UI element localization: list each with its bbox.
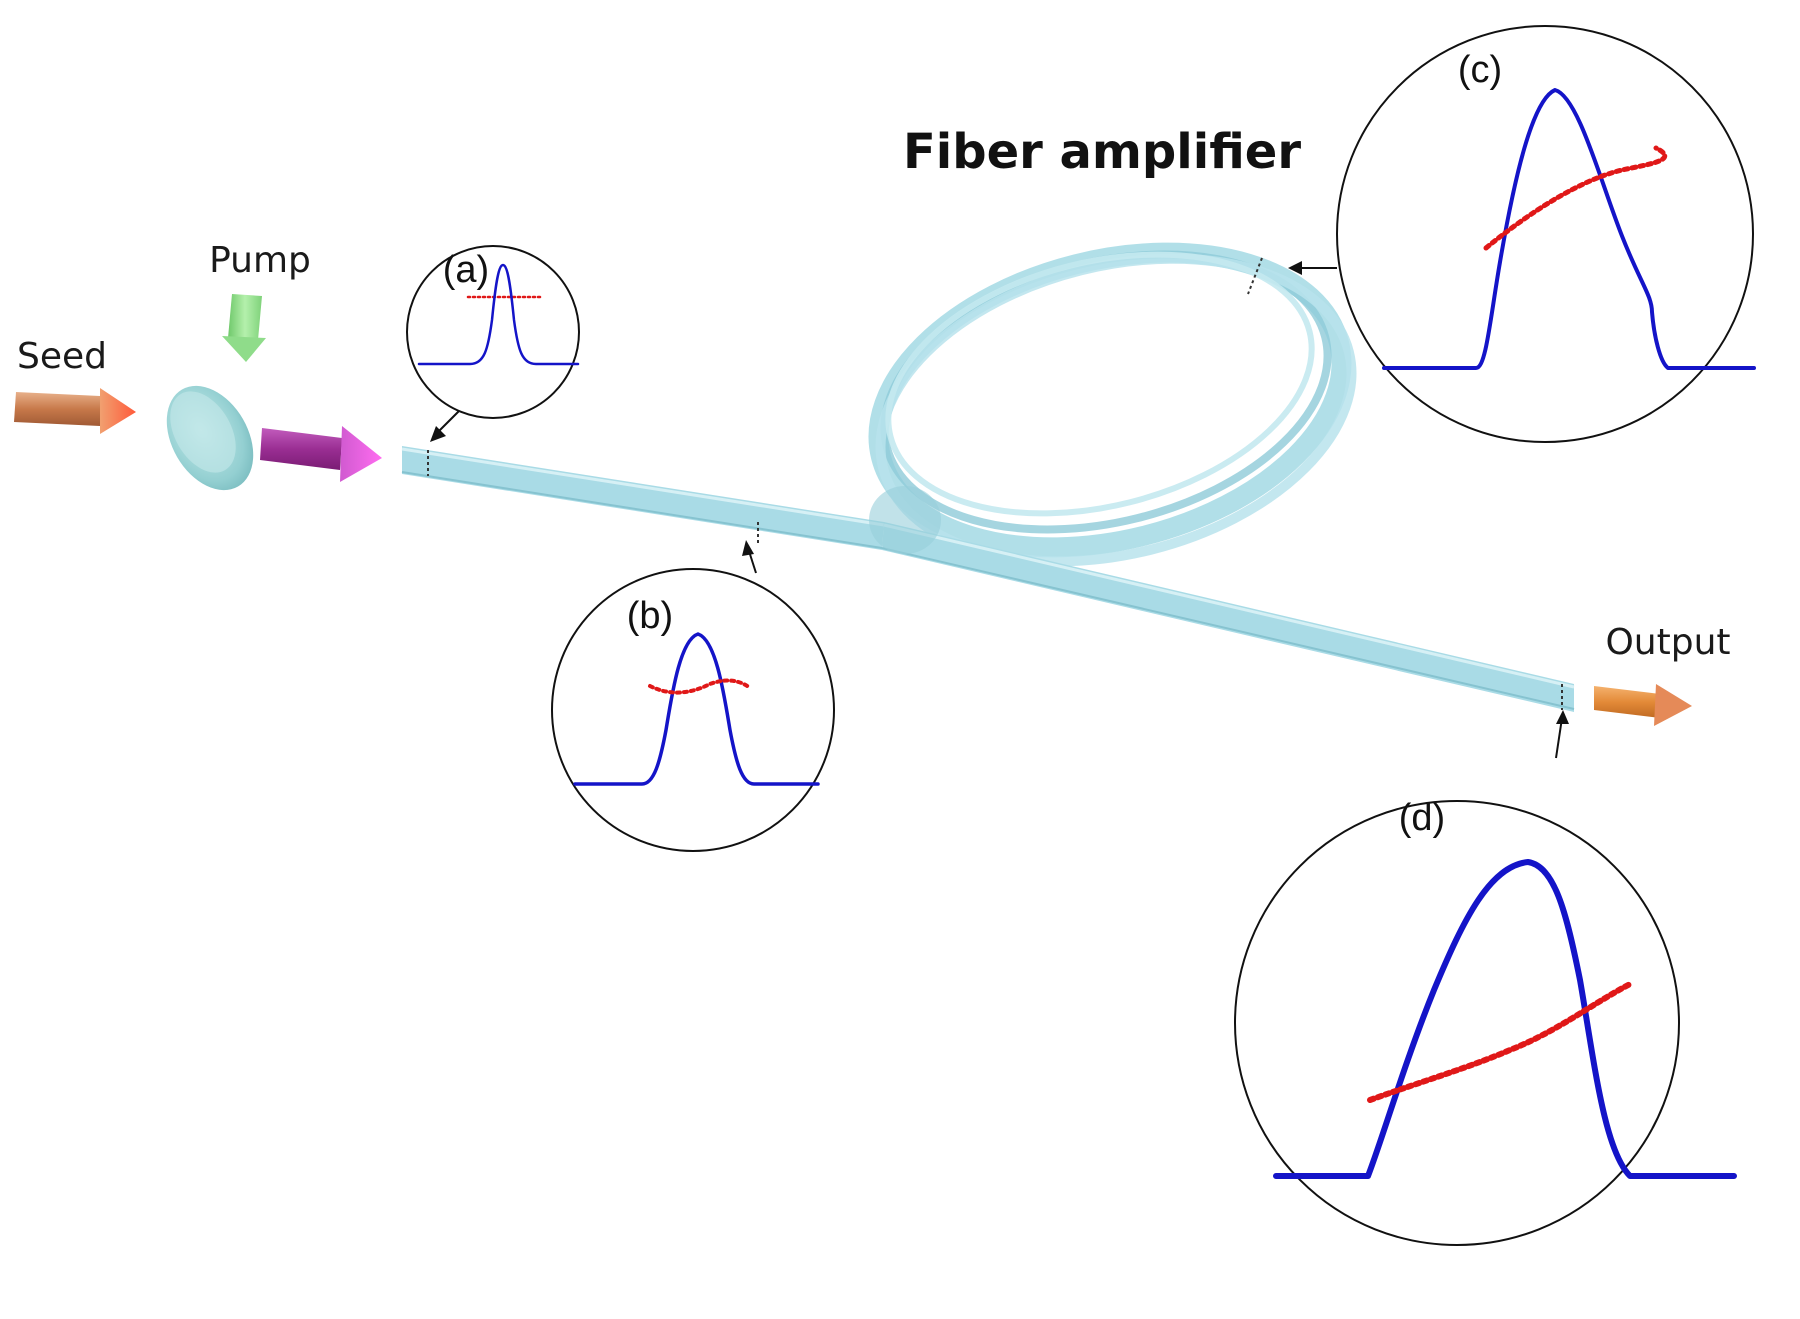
fiber: [401, 242, 1575, 712]
output-arrow: [1594, 684, 1692, 726]
inset-d-phase: [1367, 981, 1633, 1103]
inset-a-pulse: [417, 263, 580, 366]
inset-b-pulse: [573, 632, 820, 786]
combiner-mirror: [166, 385, 254, 491]
inset-b-phase: [648, 678, 752, 695]
diagram-title: Fiber amplifier: [903, 124, 1301, 180]
inset-a-label: (a): [443, 249, 489, 291]
inset-c-phase: [1483, 145, 1668, 251]
inset-b: [551, 568, 835, 852]
inset-d: [1234, 800, 1737, 1246]
inset-a: [406, 245, 580, 419]
inset-b-label: (b): [627, 595, 673, 637]
output-label: Output: [1605, 622, 1730, 663]
seed-label: Seed: [17, 336, 107, 377]
inset-d-label: (d): [1399, 797, 1445, 839]
seed-arrow: [14, 388, 136, 434]
pump-arrow: [222, 294, 266, 362]
inset-pointers: [430, 261, 1569, 759]
inset-c: [1336, 25, 1756, 443]
inset-c-label: (c): [1458, 49, 1502, 91]
combined-arrow: [260, 426, 382, 482]
pump-label: Pump: [209, 240, 311, 281]
inset-d-pulse: [1273, 859, 1737, 1179]
inset-c-pulse: [1382, 88, 1756, 370]
